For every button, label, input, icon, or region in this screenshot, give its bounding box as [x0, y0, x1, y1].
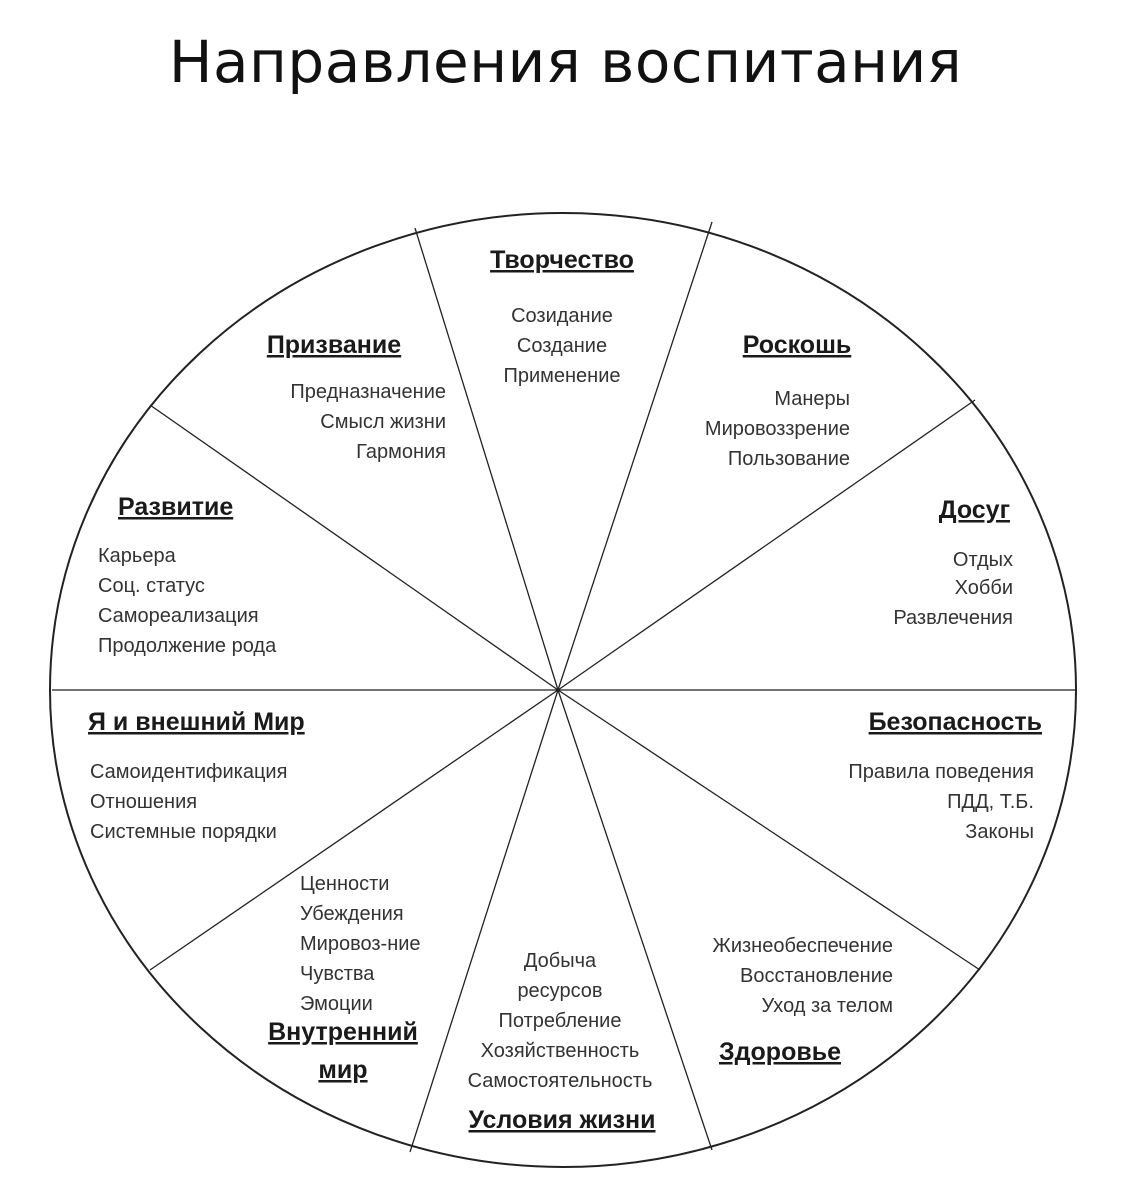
segment-dividers [52, 221, 1075, 1153]
segment-razvitie: Развитие Карьера Соц. статус Самореализа… [98, 493, 277, 657]
segment-item: Мировоззрение [705, 418, 850, 440]
segment-title: Я и внешний Мир [88, 708, 305, 736]
segment-title: Призвание [267, 331, 401, 359]
segment-item: Правила поведения [848, 761, 1034, 783]
segment-item: Соц. статус [98, 575, 205, 597]
segment-item: Развлечения [893, 607, 1013, 629]
segment-bezopasnost: Безопасность Правила поведения ПДД, Т.Б.… [848, 708, 1042, 843]
segment-item: ресурсов [517, 980, 602, 1002]
segment-item: Уход за телом [761, 995, 893, 1017]
segment-item: Эмоции [300, 993, 373, 1015]
segment-dosug: Досуг Отдых Хобби Развлечения [893, 496, 1013, 629]
segment-title: Досуг [939, 496, 1010, 524]
segment-item: Смысл жизни [320, 411, 446, 433]
segment-vnutrenniy: Ценности Убеждения Мировоз-ние Чувства Э… [268, 873, 420, 1084]
segment-item: Мировоз-ние [300, 933, 421, 955]
divider-line [557, 689, 713, 1151]
segment-item: Чувства [300, 963, 375, 985]
segment-item: Созидание [511, 305, 613, 327]
segment-title: Творчество [490, 246, 634, 274]
segment-item: Предназначение [290, 381, 446, 403]
segment-item: Применение [503, 365, 620, 387]
segment-item: Добыча [524, 950, 597, 972]
divider-line [149, 404, 559, 691]
segment-item: Отдых [953, 549, 1013, 571]
segment-title-line2: мир [318, 1056, 367, 1084]
segment-item: Убеждения [300, 903, 404, 925]
segment-item: Гармония [356, 441, 446, 463]
segment-item: Самостоятельность [468, 1070, 653, 1092]
segment-item: Продолжение рода [98, 635, 277, 657]
segment-tvorchestvo: Творчество Созидание Создание Применение [490, 246, 634, 387]
divider-line [414, 227, 559, 691]
segment-item: Самоидентификация [90, 761, 287, 783]
segment-title: Внутренний [268, 1018, 418, 1046]
segment-title: Роскошь [743, 331, 852, 359]
segment-prizvanie: Призвание Предназначение Смысл жизни Гар… [267, 331, 446, 463]
segment-title: Безопасность [869, 708, 1042, 736]
divider-line [557, 221, 713, 691]
segment-item: Отношения [90, 791, 197, 813]
divider-line [557, 399, 976, 691]
segment-item: Хозяйственность [481, 1040, 640, 1062]
segment-zdorovie: Жизнеобеспечение Восстановление Уход за … [712, 935, 893, 1066]
divider-line [149, 689, 559, 971]
segment-item: Законы [965, 821, 1034, 843]
segment-item: Манеры [774, 388, 850, 410]
segment-roskosh: Роскошь Манеры Мировоззрение Пользование [705, 331, 851, 470]
segment-title: Развитие [118, 493, 233, 521]
segment-ya-mir: Я и внешний Мир Самоидентификация Отноше… [88, 708, 305, 843]
segment-item: Системные порядки [90, 821, 277, 843]
segment-title: Условия жизни [469, 1106, 656, 1134]
segment-title: Здоровье [719, 1038, 841, 1066]
segment-item: ПДД, Т.Б. [947, 791, 1034, 813]
segment-usloviya: Добыча ресурсов Потребление Хозяйственно… [468, 950, 656, 1134]
divider-line [409, 689, 559, 1153]
segment-item: Жизнеобеспечение [712, 935, 893, 957]
segment-item: Создание [517, 335, 607, 357]
divider-line [557, 689, 981, 971]
segment-item: Восстановление [740, 965, 893, 987]
segment-item: Карьера [98, 545, 177, 567]
segment-item: Пользование [728, 448, 850, 470]
segment-item: Потребление [499, 1010, 622, 1032]
segment-item: Самореализация [98, 605, 259, 627]
page-title: Направления воспитания [168, 28, 963, 96]
segment-item: Хобби [955, 577, 1013, 599]
segment-item: Ценности [300, 873, 389, 895]
